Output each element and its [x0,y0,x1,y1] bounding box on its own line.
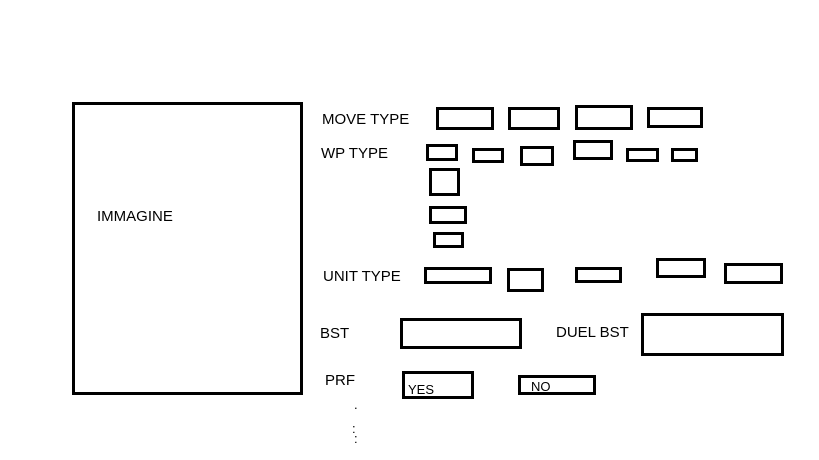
duel-bst-input[interactable] [641,313,784,356]
wp-type-option-8[interactable] [429,206,467,224]
move-type-label: MOVE TYPE [322,111,410,128]
wp-type-option-7[interactable] [429,168,460,196]
unit-type-option-3[interactable] [575,267,622,283]
bst-label: BST [320,325,350,342]
wp-type-option-3[interactable] [520,146,554,166]
unit-type-option-1[interactable] [424,267,492,284]
move-type-option-4[interactable] [647,107,703,128]
unit-type-option-2[interactable] [507,268,544,292]
unit-type-option-5[interactable] [724,263,783,284]
wp-type-option-4[interactable] [573,140,613,160]
wp-type-option-6[interactable] [671,148,698,162]
image-panel [72,102,303,395]
prf-label: PRF [325,372,355,389]
move-type-option-3[interactable] [575,105,633,130]
unit-type-label: UNIT TYPE [323,268,401,285]
prf-yes-option[interactable] [402,371,474,399]
image-placeholder-label: IMMAGINE [97,208,173,225]
prf-yes-label: YES [408,382,435,397]
bst-input[interactable] [400,318,522,349]
prf-no-label: NO [531,379,551,394]
wp-type-label: WP TYPE [321,145,388,162]
wp-type-option-9[interactable] [433,232,464,248]
prf-no-option[interactable] [518,375,596,395]
wp-type-option-2[interactable] [472,148,504,163]
unit-type-option-4[interactable] [656,258,706,278]
wp-type-option-5[interactable] [626,148,659,162]
continuation-dot-2: : [352,421,356,436]
move-type-option-2[interactable] [508,107,560,130]
continuation-dot-3: : [354,431,358,446]
duel-bst-label: DUEL BST [556,324,629,341]
continuation-dot-1: . [354,397,358,412]
wp-type-option-1[interactable] [426,144,458,161]
move-type-option-1[interactable] [436,107,494,130]
